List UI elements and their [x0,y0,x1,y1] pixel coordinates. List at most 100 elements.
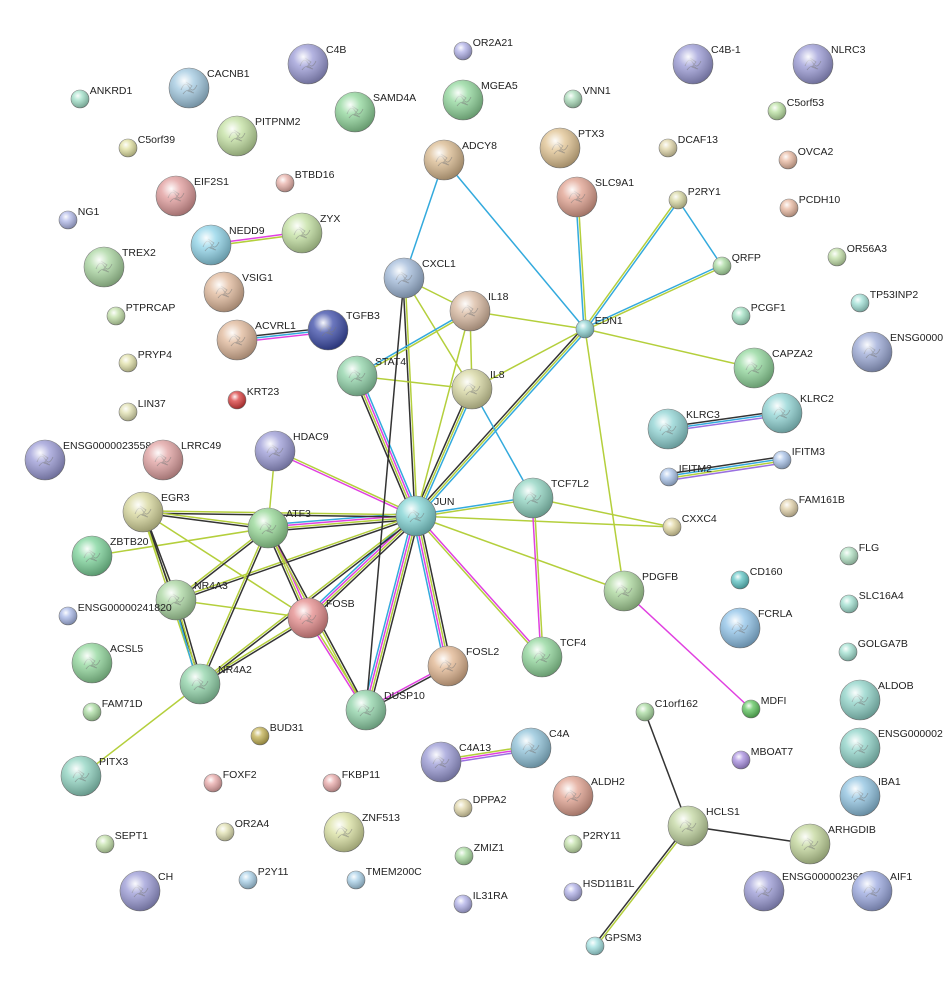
node-nedd9[interactable]: NEDD9 [190,224,265,266]
node-atf3[interactable]: ATF3 [247,507,311,549]
node-gpsm3[interactable]: GPSM3 [585,932,642,956]
node-pitpnm2[interactable]: PITPNM2 [216,115,301,157]
node-vsig1[interactable]: VSIG1 [203,271,273,313]
node-ovca2[interactable]: OVCA2 [778,146,834,170]
node-ensg00000235588[interactable]: ENSG00000235588 [24,439,157,481]
node-ensg0000[interactable]: ENSG0000 [851,331,943,373]
node-pdgfb[interactable]: PDGFB [603,570,678,612]
node-aldh2[interactable]: ALDH2 [552,775,625,817]
node-zyx[interactable]: ZYX [281,212,340,254]
node-fam161b[interactable]: FAM161B [779,494,845,518]
node-p2ry1[interactable]: P2RY1 [668,186,721,210]
node-nr4a2[interactable]: NR4A2 [179,663,252,705]
node-c4b[interactable]: C4B [287,43,346,85]
node-edn1[interactable]: EDN1 [575,315,623,339]
node-egr3[interactable]: EGR3 [122,491,190,533]
node-znf513[interactable]: ZNF513 [323,811,400,853]
node-slc9a1[interactable]: SLC9A1 [556,176,634,218]
node-stat4[interactable]: STAT4 [336,355,406,397]
node-cd160[interactable]: CD160 [730,566,783,590]
node-c4b-1[interactable]: C4B-1 [672,43,741,85]
node-p2ry11[interactable]: P2RY11 [563,830,621,854]
node-iba1[interactable]: IBA1 [839,775,901,817]
node-or2a21[interactable]: OR2A21 [453,37,513,61]
node-cxcl1[interactable]: CXCL1 [383,257,456,299]
node-ifitm2[interactable]: IFITM2 [659,463,712,487]
node-samd4a[interactable]: SAMD4A [334,91,416,133]
node-btbd16[interactable]: BTBD16 [275,169,335,193]
node-c5orf53[interactable]: C5orf53 [767,97,824,121]
node-dcaf13[interactable]: DCAF13 [658,134,718,158]
node-mboat7[interactable]: MBOAT7 [731,746,793,770]
node-tmem200c[interactable]: TMEM200C [346,866,422,890]
node-c4a[interactable]: C4A [510,727,569,769]
node-bud31[interactable]: BUD31 [250,722,304,746]
node-il18[interactable]: IL18 [449,290,509,332]
node-cacnb1[interactable]: CACNB1 [168,67,250,109]
node-ensg00000236625[interactable]: ENSG00000236625 [743,870,876,912]
node-nlrc3[interactable]: NLRC3 [792,43,866,85]
node-zbtb20[interactable]: ZBTB20 [71,535,149,577]
node-c5orf39[interactable]: C5orf39 [118,134,175,158]
node-or56a3[interactable]: OR56A3 [827,243,887,267]
node-qrfp[interactable]: QRFP [712,252,761,276]
node-fosb[interactable]: FOSB [287,597,355,639]
node-pcgf1[interactable]: PCGF1 [731,302,786,326]
node-tp53inp2[interactable]: TP53INP2 [850,289,918,313]
node-hsd11b1l[interactable]: HSD11B1L [563,878,635,902]
node-tcf7l2[interactable]: TCF7L2 [512,477,589,519]
node-mgea5[interactable]: MGEA5 [442,79,518,121]
node-aldob[interactable]: ALDOB [839,679,914,721]
node-c1orf162[interactable]: C1orf162 [635,698,698,722]
node-il8[interactable]: IL8 [451,368,505,410]
node-adcy8[interactable]: ADCY8 [423,139,497,181]
node-il31ra[interactable]: IL31RA [453,890,508,914]
node-arhgdib[interactable]: ARHGDIB [789,823,876,865]
node-slc16a4[interactable]: SLC16A4 [839,590,904,614]
node-zmiz1[interactable]: ZMIZ1 [454,842,504,866]
node-acvrl1[interactable]: ACVRL1 [216,319,296,361]
node-fcrla[interactable]: FCRLA [719,607,792,649]
node-cxxc4[interactable]: CXXC4 [662,513,717,537]
node-golga7b[interactable]: GOLGA7B [838,638,908,662]
node-capza2[interactable]: CAPZA2 [733,347,813,389]
node-ensg00000241820[interactable]: ENSG00000241820 [58,602,172,626]
node-sept1[interactable]: SEPT1 [95,830,148,854]
node-eif2s1[interactable]: EIF2S1 [155,175,229,217]
node-c4a13[interactable]: C4A13 [420,741,491,783]
node-dppa2[interactable]: DPPA2 [453,794,507,818]
node-nr4a3[interactable]: NR4A3 [155,579,228,621]
node-ensg000002[interactable]: ENSG000002 [839,727,943,769]
node-ankrd1[interactable]: ANKRD1 [70,85,133,109]
node-lin37[interactable]: LIN37 [118,398,166,422]
node-p2y11[interactable]: P2Y11 [238,866,289,890]
node-hdac9[interactable]: HDAC9 [254,430,329,472]
node-pcdh10[interactable]: PCDH10 [779,194,840,218]
node-ifitm3[interactable]: IFITM3 [772,446,825,470]
node-krt23[interactable]: KRT23 [227,386,279,410]
node-flg[interactable]: FLG [839,542,879,566]
node-fkbp11[interactable]: FKBP11 [322,769,380,793]
node-klrc2[interactable]: KLRC2 [761,392,834,434]
node-fosl2[interactable]: FOSL2 [427,645,499,687]
node-pryp4[interactable]: PRYP4 [118,349,172,373]
node-dusp10[interactable]: DUSP10 [345,689,425,731]
node-mdfi[interactable]: MDFI [741,695,786,719]
node-acsl5[interactable]: ACSL5 [71,642,143,684]
node-ptprcap[interactable]: PTPRCAP [106,302,175,326]
node-ng1[interactable]: NG1 [58,206,100,230]
node-jun[interactable]: JUN [395,495,454,537]
node-pitx3[interactable]: PITX3 [60,755,128,797]
node-hcls1[interactable]: HCLS1 [667,805,740,847]
node-ch[interactable]: CH [119,870,173,912]
node-foxf2[interactable]: FOXF2 [203,769,257,793]
node-trex2[interactable]: TREX2 [83,246,156,288]
node-tcf4[interactable]: TCF4 [521,636,586,678]
node-vnn1[interactable]: VNN1 [563,85,611,109]
node-ptx3[interactable]: PTX3 [539,127,604,169]
node-klrc3[interactable]: KLRC3 [647,408,720,450]
node-lrrc49[interactable]: LRRC49 [142,439,221,481]
node-fam71d[interactable]: FAM71D [82,698,143,722]
node-or2a4[interactable]: OR2A4 [215,818,269,842]
node-tgfb3[interactable]: TGFB3 [307,309,380,351]
